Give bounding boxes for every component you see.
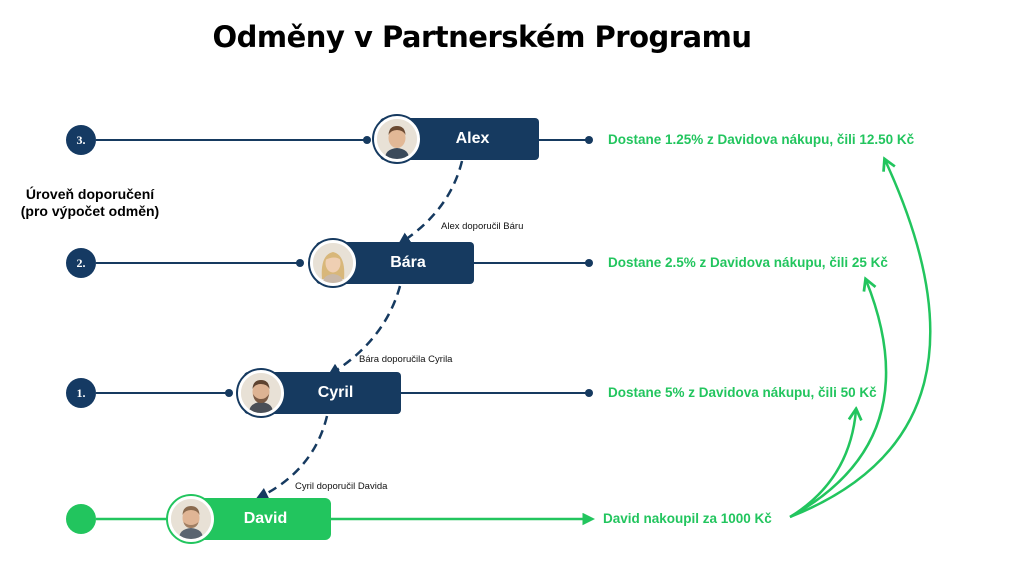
purchase-text-david: David nakoupil za 1000 Kč [603, 511, 772, 526]
woman-avatar [310, 240, 356, 286]
node-bara-name: Bára [390, 254, 426, 271]
bearded-man-avatar [238, 370, 284, 416]
buyer-start-dot [66, 504, 96, 534]
reward-arrow-to-alex [789, 160, 932, 519]
row-dot [585, 389, 593, 397]
row-dot [363, 136, 371, 144]
level-badge-2: 2. [66, 248, 96, 278]
referral-level-label-line2: (pro výpočet odměn) [20, 203, 160, 219]
referral-label-alex-bara: Alex doporučil Báru [441, 221, 524, 232]
level-badge-1: 1. [66, 378, 96, 408]
referral-label-bara-cyril: Bára doporučila Cyrila [359, 354, 453, 365]
reward-text-alex: Dostane 1.25% z Davidova nákupu, čili 12… [608, 132, 915, 147]
referral-arrow-cyril-david [255, 415, 329, 500]
node-david-name: David [243, 510, 288, 527]
row-dot [585, 259, 593, 267]
node-cyril-name: Cyril [317, 384, 354, 401]
row-dot [225, 389, 233, 397]
level-badge-3: 3. [66, 125, 96, 155]
node-alex-name: Alex [455, 130, 490, 147]
referral-label-cyril-david: Cyril doporučil Davida [295, 481, 388, 492]
man-avatar [168, 496, 214, 542]
referral-level-label-line1: Úroveň doporučení [25, 186, 155, 202]
reward-text-cyril: Dostane 5% z Davidova nákupu, čili 50 Kč [608, 385, 877, 400]
referral-arrow-alex-bara [397, 160, 464, 245]
reward-arrow-to-bara [789, 280, 888, 519]
reward-text-bara: Dostane 2.5% z Davidova nákupu, čili 25 … [608, 255, 888, 270]
row-dot [296, 259, 304, 267]
row-dot [585, 136, 593, 144]
page-title: Odměny v Partnerském Programu [212, 20, 753, 54]
referral-level-label: Úroveň doporučení (pro výpočet odměn) [0, 186, 180, 220]
man-avatar [374, 116, 420, 162]
